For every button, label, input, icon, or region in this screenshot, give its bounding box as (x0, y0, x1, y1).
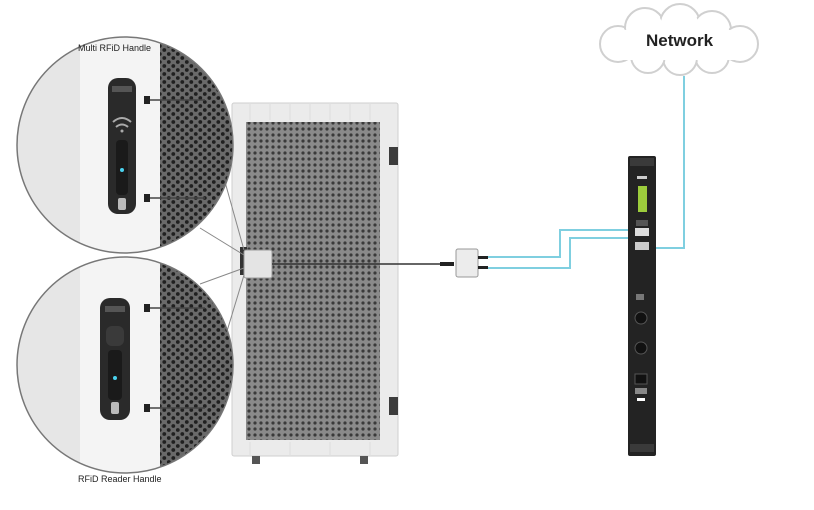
data-cables (488, 229, 636, 269)
door-junction-box (243, 249, 273, 279)
network-cloud-icon (599, 3, 759, 76)
server-cabinet (231, 102, 399, 464)
rfid-reader-handle-icon (100, 298, 130, 420)
multi-rfid-handle-icon (108, 78, 136, 214)
rfid-reader-handle-callout (16, 256, 234, 474)
multi-rfid-handle-callout (16, 36, 234, 254)
rfid-reader-handle-label: RFiD Reader Handle (78, 474, 162, 484)
multi-rfid-handle-label: Multi RFiD Handle (78, 43, 152, 53)
cable-splitter (455, 248, 479, 278)
network-cable (650, 76, 685, 249)
network-label: Network (646, 31, 714, 50)
pdu-unit (628, 156, 656, 456)
